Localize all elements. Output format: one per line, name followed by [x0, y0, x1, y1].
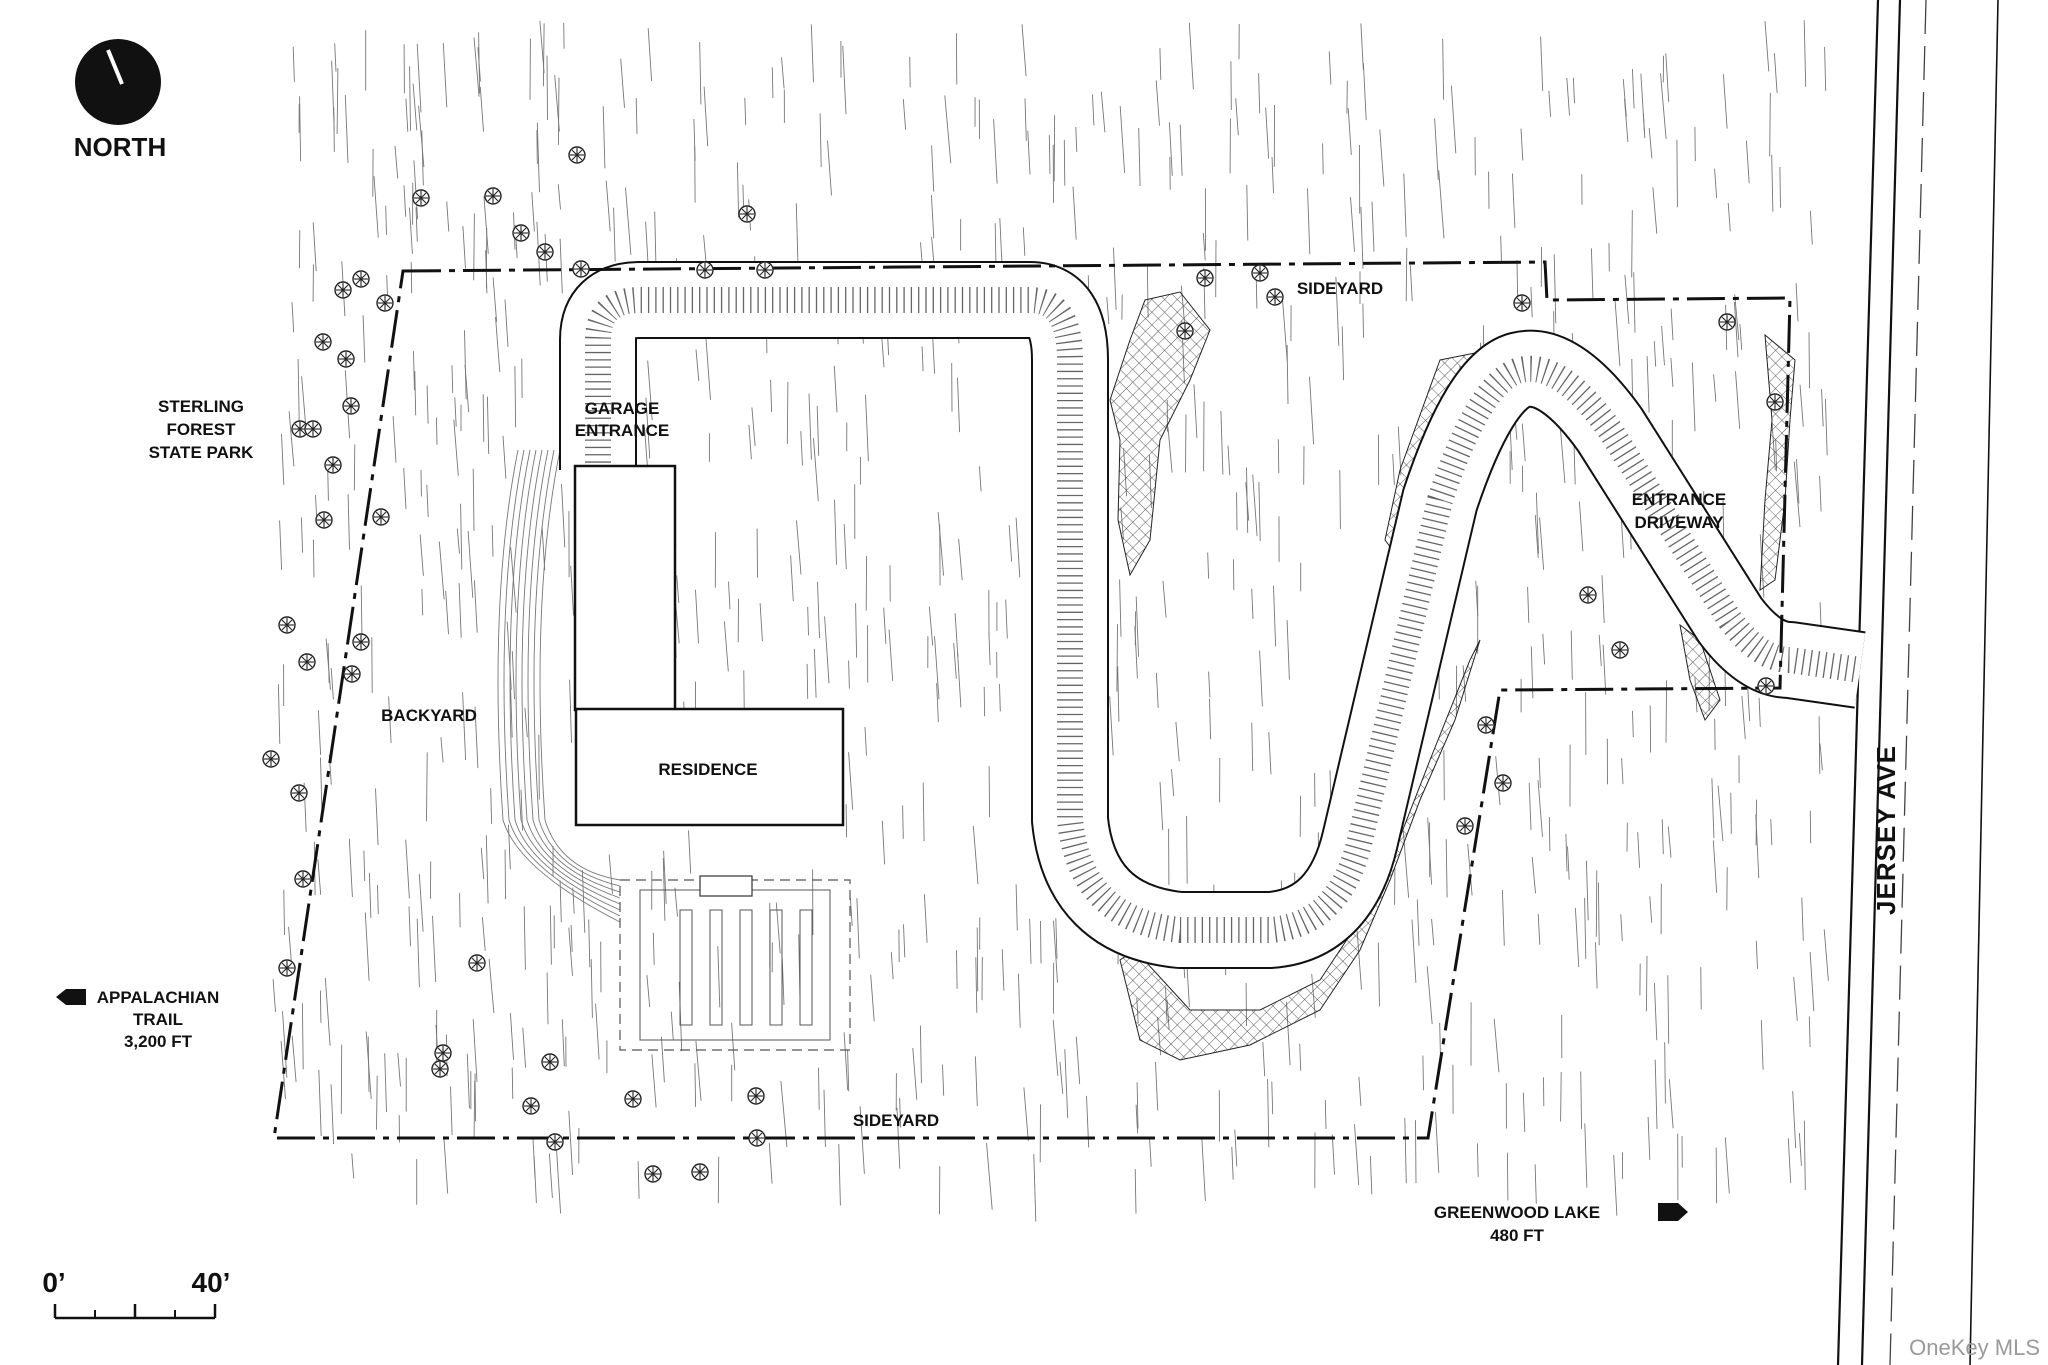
property-boundary	[272, 260, 1792, 1140]
arrow-right-icon	[1658, 1203, 1688, 1221]
tree-icon	[644, 1165, 662, 1183]
tree-icon	[1176, 322, 1194, 340]
sideyard-south-label: SIDEYARD	[853, 1111, 939, 1130]
tree-icon	[691, 1163, 709, 1181]
tree-icon	[1611, 641, 1629, 659]
tree-icon	[294, 870, 312, 888]
septic-field	[619, 875, 851, 1051]
residence-label: RESIDENCE	[658, 760, 757, 779]
tree-icon	[512, 224, 530, 242]
tree-icon	[738, 205, 756, 223]
jersey-ave-label: JERSEY AVE	[1871, 745, 1901, 915]
tree-icon	[376, 294, 394, 312]
tree-icon	[1266, 288, 1284, 306]
tree-icon	[343, 665, 361, 683]
watermark: OneKey MLS	[1909, 1335, 2040, 1360]
tree-icon	[468, 954, 486, 972]
tree-icon	[352, 270, 370, 288]
trees	[262, 146, 1784, 1183]
tree-icon	[324, 456, 342, 474]
tree-icon	[1766, 393, 1784, 411]
tree-icon	[342, 397, 360, 415]
tree-icon	[314, 333, 332, 351]
tree-icon	[546, 1133, 564, 1151]
tree-icon	[1196, 269, 1214, 287]
scale-start-label: 0’	[42, 1267, 65, 1298]
tree-icon	[298, 653, 316, 671]
scale-end-label: 40’	[192, 1267, 231, 1298]
sideyard-north-label: SIDEYARD	[1297, 279, 1383, 298]
tree-icon	[315, 511, 333, 529]
tree-icon	[696, 261, 714, 279]
tree-icon	[748, 1129, 766, 1147]
tree-icon	[541, 1053, 559, 1071]
driveway	[559, 261, 1866, 969]
tree-icon	[522, 1097, 540, 1115]
tree-icon	[536, 243, 554, 261]
tree-icon	[431, 1060, 449, 1078]
tree-icon	[1456, 817, 1474, 835]
north-label: NORTH	[74, 132, 166, 162]
tree-icon	[290, 784, 308, 802]
tree-icon	[1251, 264, 1269, 282]
tree-icon	[262, 750, 280, 768]
tree-icon	[337, 350, 355, 368]
tree-icon	[1718, 313, 1736, 331]
slope-hatching	[1109, 291, 1796, 1061]
residence-building	[573, 464, 845, 827]
tree-icon	[278, 616, 296, 634]
tree-icon	[568, 146, 586, 164]
north-arrow-icon	[75, 39, 161, 125]
tree-icon	[624, 1090, 642, 1108]
tree-icon	[1513, 294, 1531, 312]
tree-icon	[1477, 716, 1495, 734]
tree-icon	[747, 1087, 765, 1105]
tree-icon	[278, 959, 296, 977]
tree-icon	[484, 187, 502, 205]
arrow-left-icon	[56, 989, 86, 1005]
scale-bar	[53, 1304, 217, 1320]
tree-icon	[304, 420, 322, 438]
tree-icon	[1494, 774, 1512, 792]
tree-icon	[1579, 586, 1597, 604]
tree-icon	[434, 1044, 452, 1062]
tree-icon	[372, 508, 390, 526]
tree-icon	[572, 260, 590, 278]
tree-icon	[352, 633, 370, 651]
tree-icon	[756, 261, 774, 279]
tree-icon	[334, 281, 352, 299]
tree-icon	[412, 189, 430, 207]
tree-icon	[1757, 677, 1775, 695]
jersey-ave-road	[1836, 0, 1999, 1365]
backyard-label: BACKYARD	[381, 706, 477, 725]
